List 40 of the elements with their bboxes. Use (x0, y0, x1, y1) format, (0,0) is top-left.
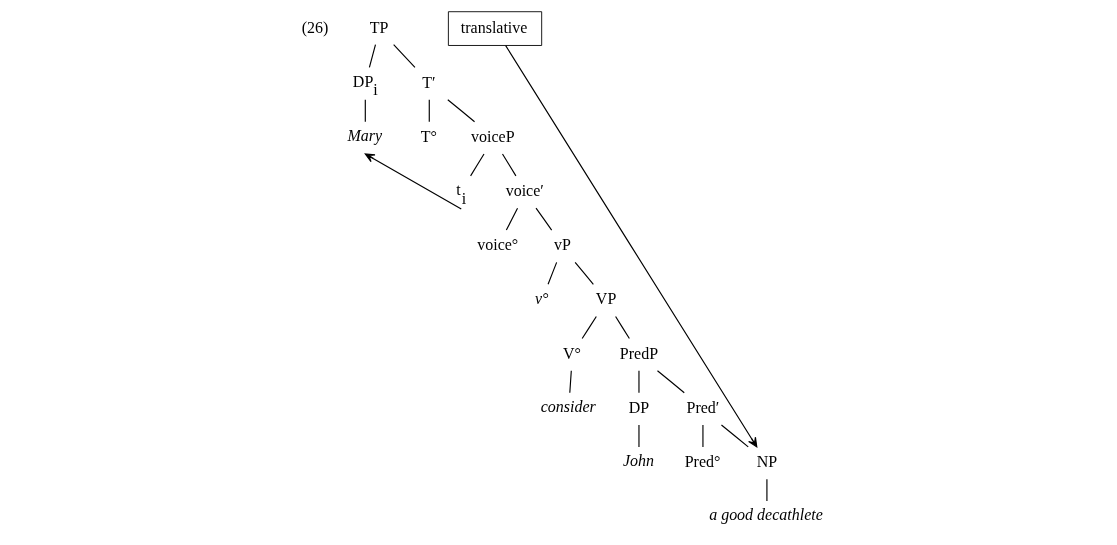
connector (574, 261, 594, 285)
node-text: T′ (421, 73, 435, 91)
connector (469, 153, 485, 177)
node-text: Pred′ (686, 398, 719, 416)
node-text: voice° (476, 236, 518, 254)
connector (656, 370, 685, 394)
node-text: consider (540, 397, 596, 415)
node-text: PredP (619, 344, 658, 362)
connector (534, 207, 552, 231)
connector (392, 44, 415, 69)
label: (26) (301, 18, 328, 36)
arrow (364, 153, 462, 210)
node-text: TP (369, 18, 388, 36)
node-text: Mary (347, 126, 382, 144)
connector (364, 99, 366, 123)
arrow (504, 45, 757, 448)
node-text: VP (595, 290, 616, 308)
connector (765, 478, 767, 502)
connector (428, 99, 430, 123)
node-text: NP (756, 453, 777, 470)
connector (720, 424, 749, 448)
connector (614, 315, 630, 340)
node-text: Pred° (684, 453, 720, 470)
connector (568, 370, 572, 394)
connector (368, 44, 376, 69)
node-box: translative (447, 11, 542, 46)
node-text: John (622, 452, 654, 470)
connector (581, 315, 597, 340)
node-text: a good decathlete (708, 506, 823, 524)
node-text: T° (420, 127, 437, 145)
node-text: V° (562, 344, 581, 362)
connector (505, 207, 518, 231)
node-text: vP (553, 236, 571, 254)
node-text: voiceP (470, 127, 515, 145)
node-text: v° (534, 289, 549, 307)
connector (446, 99, 475, 123)
connector (547, 261, 557, 285)
connector (501, 153, 516, 177)
node-text: voice′ (505, 182, 544, 199)
node-text: DP (628, 398, 649, 416)
